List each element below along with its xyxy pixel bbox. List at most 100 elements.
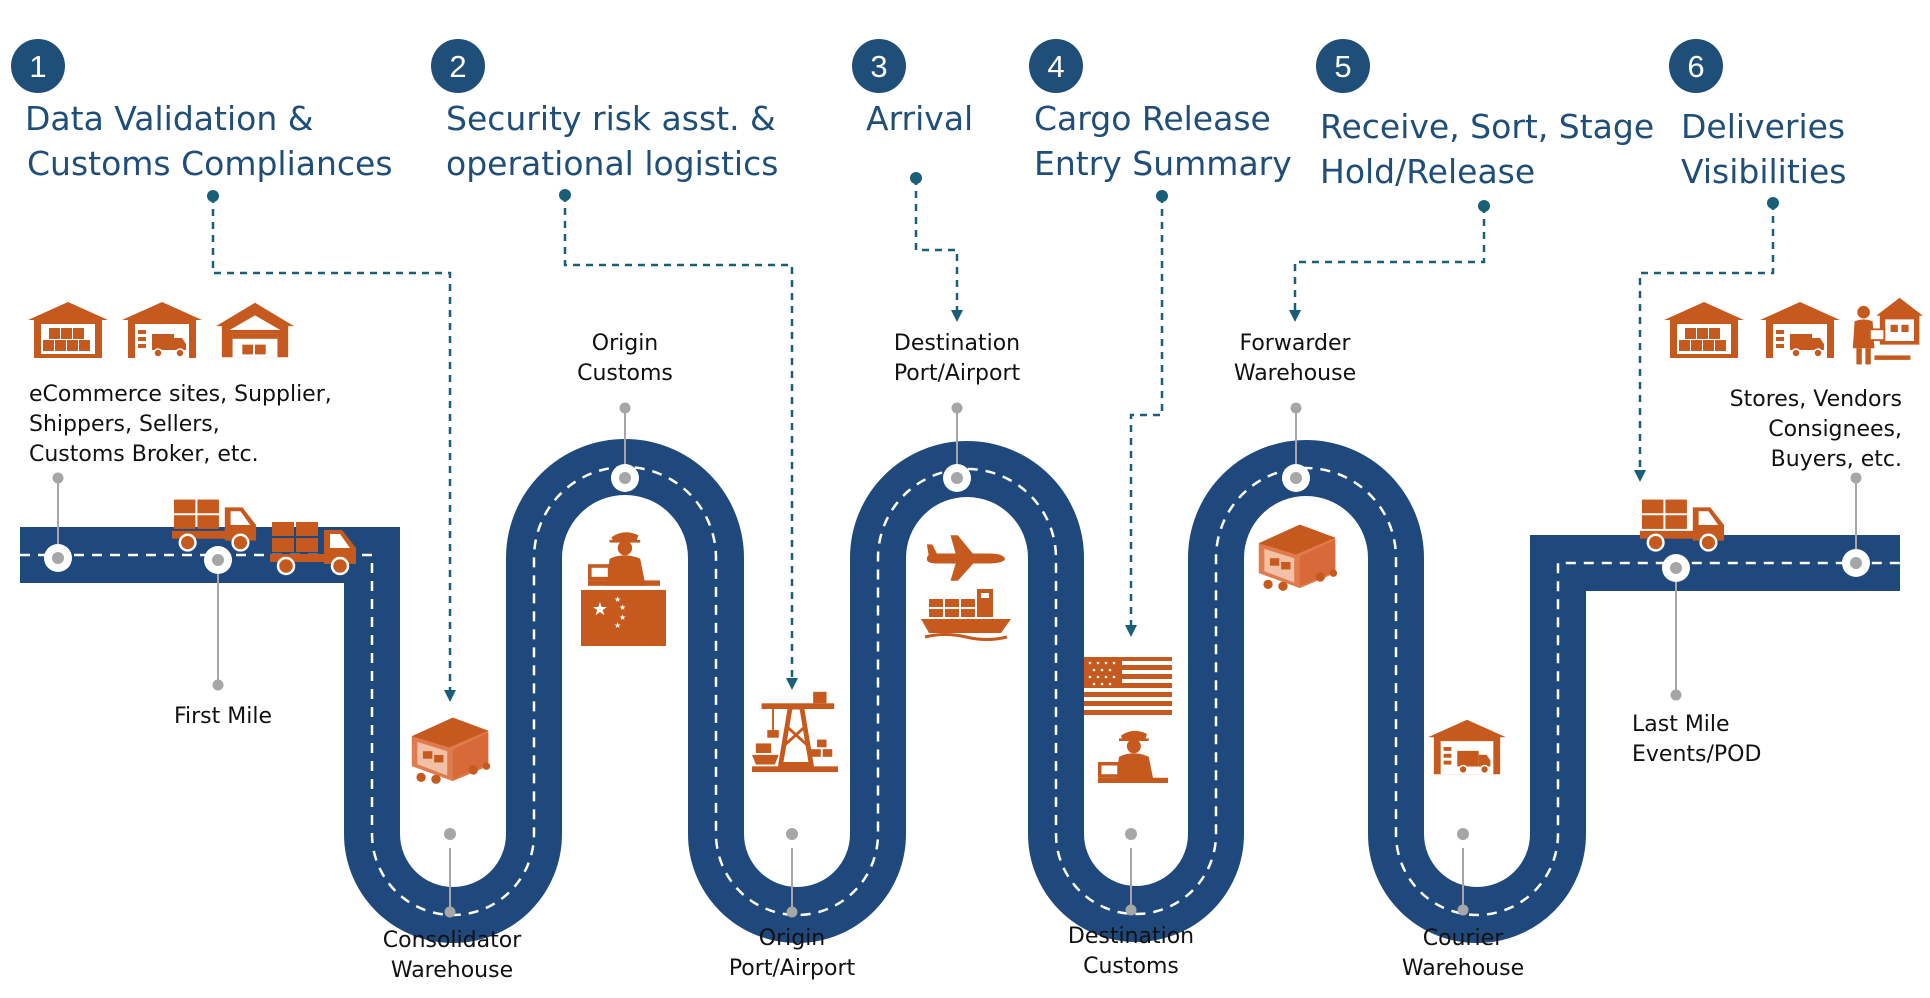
forwarder-label-line-1: Forwarder — [1239, 331, 1351, 356]
step-5-title-line-1: Receive, Sort, Stage — [1320, 107, 1654, 146]
waypoint-forwarder — [1282, 464, 1310, 492]
step-4: 4 Cargo Release Entry Summary — [1029, 39, 1292, 183]
dest-port-label-line-1: Destination — [894, 331, 1020, 356]
pin-courier-dot — [1457, 904, 1469, 916]
last-mile-label-line-1: Last Mile — [1632, 712, 1730, 737]
step-1-title-line-2: Customs Compliances — [27, 144, 393, 183]
start-label-line-3: Customs Broker, etc. — [29, 442, 259, 467]
waypoint-first-mile — [204, 546, 232, 574]
step-3-number: 3 — [870, 49, 887, 84]
china-flag-icon: ★ ★ ★ ★ ★ — [581, 590, 666, 646]
origin-port-label-line-1: Origin — [759, 926, 826, 951]
step-6-title-line-2: Visibilities — [1681, 152, 1846, 191]
delivery-person-icon — [1852, 297, 1923, 365]
connector-1-arrow — [444, 690, 456, 702]
icons: ★ ★ ★ ★ ★ — [28, 297, 1923, 784]
connector-2-dot — [559, 189, 571, 201]
end-label-line-1: Stores, Vendors — [1730, 387, 1902, 412]
pin-end-dots — [52, 402, 1862, 918]
pin-end-dot — [1850, 472, 1862, 484]
connector-dots — [207, 172, 1779, 212]
waypoint-dest-port — [943, 464, 971, 492]
courier-label-line-2: Warehouse — [1402, 956, 1524, 981]
warehouse-truck-icon — [122, 302, 202, 358]
step-1-title-line-1: Data Validation & — [25, 99, 313, 138]
pin-consolidator-dot — [444, 906, 456, 918]
pin-forwarder-dot — [1290, 402, 1302, 414]
origin-customs-label-line-1: Origin — [592, 331, 659, 356]
pin-first-mile-dot — [212, 679, 224, 691]
pin-last-mile-dot — [1670, 689, 1682, 701]
pin-dest-customs-dot — [1125, 904, 1137, 916]
step-connectors — [211, 178, 1775, 690]
dest-customs-label-line-1: Destination — [1068, 924, 1194, 949]
step-6-badge — [1669, 39, 1723, 93]
warehouse-icon — [28, 302, 108, 358]
step-5: 5 Receive, Sort, Stage Hold/Release — [1316, 39, 1654, 191]
connector-arrowheads — [444, 310, 1646, 702]
connector-5-arrow — [1289, 310, 1301, 322]
connector-6-arrow — [1634, 470, 1646, 482]
connector-4-dot — [1156, 190, 1168, 202]
node-labels: eCommerce sites, Supplier, Shippers, Sel… — [29, 331, 1902, 983]
origin-port-label-line-2: Port/Airport — [729, 956, 856, 981]
waypoint-consolidator — [436, 820, 464, 848]
step-2: 2 Security risk asst. & operational logi… — [431, 39, 778, 183]
step-2-title-line-2: operational logistics — [446, 144, 778, 183]
forwarder-warehouse-icon — [1258, 524, 1338, 591]
step-1-number: 1 — [29, 49, 46, 84]
usa-flag-icon — [1084, 657, 1172, 715]
svg-text:★: ★ — [619, 603, 626, 612]
warehouse-truck-icon — [1760, 302, 1840, 358]
waypoint-end — [1842, 549, 1870, 577]
customs-officer-icon — [588, 532, 660, 586]
step-3: 3 Arrival — [852, 39, 973, 138]
cargo-ship-icon — [920, 587, 1012, 641]
courier-warehouse-icon — [1428, 718, 1506, 776]
courier-label-line-1: Courier — [1423, 926, 1504, 951]
step-1: 1 Data Validation & Customs Compliances — [11, 39, 393, 183]
pin-origin-port-dot — [786, 906, 798, 918]
end-label-line-3: Buyers, etc. — [1771, 447, 1902, 472]
svg-text:★: ★ — [619, 613, 626, 622]
waypoint-origin-customs — [611, 464, 639, 492]
step-3-badge — [852, 39, 906, 93]
connector-4 — [1129, 196, 1164, 625]
step-5-badge — [1316, 39, 1370, 93]
step-5-number: 5 — [1334, 49, 1351, 84]
pin-dest-port-dot — [951, 402, 963, 414]
consolidator-warehouse-icon — [411, 717, 491, 784]
connector-5 — [1293, 206, 1486, 310]
connector-4-arrow — [1125, 625, 1137, 637]
connector-2-arrow — [786, 678, 798, 690]
consolidator-label-line-1: Consolidator — [383, 928, 522, 953]
step-2-title-line-1: Security risk asst. & — [446, 99, 776, 138]
forwarder-label-line-2: Warehouse — [1234, 361, 1356, 386]
step-6-number: 6 — [1687, 49, 1704, 84]
garage-icon — [216, 302, 294, 358]
connector-2 — [563, 195, 794, 678]
step-3-title-line-1: Arrival — [866, 99, 973, 138]
step-4-badge — [1029, 39, 1083, 93]
svg-text:★: ★ — [592, 599, 608, 620]
airplane-icon — [926, 535, 1006, 581]
dest-port-label-line-2: Port/Airport — [894, 361, 1021, 386]
pin-origin-customs-dot — [619, 402, 631, 414]
step-2-number: 2 — [449, 49, 466, 84]
connector-3-arrow — [951, 310, 963, 322]
warehouse-icon — [1664, 302, 1744, 358]
connector-6 — [1638, 203, 1775, 470]
pin-start-dot — [52, 472, 64, 484]
customs-officer-icon — [1098, 730, 1168, 783]
step-2-badge — [431, 39, 485, 93]
step-5-title-line-2: Hold/Release — [1320, 152, 1535, 191]
end-label-line-2: Consignees, — [1768, 417, 1902, 442]
connector-1 — [211, 196, 452, 690]
connector-1-dot — [207, 190, 219, 202]
origin-customs-label-line-2: Customs — [577, 361, 673, 386]
connector-3 — [914, 178, 959, 310]
start-label-line-1: eCommerce sites, Supplier, — [29, 382, 332, 407]
step-6-title-line-1: Deliveries — [1681, 107, 1845, 146]
step-1-badge — [11, 39, 65, 93]
